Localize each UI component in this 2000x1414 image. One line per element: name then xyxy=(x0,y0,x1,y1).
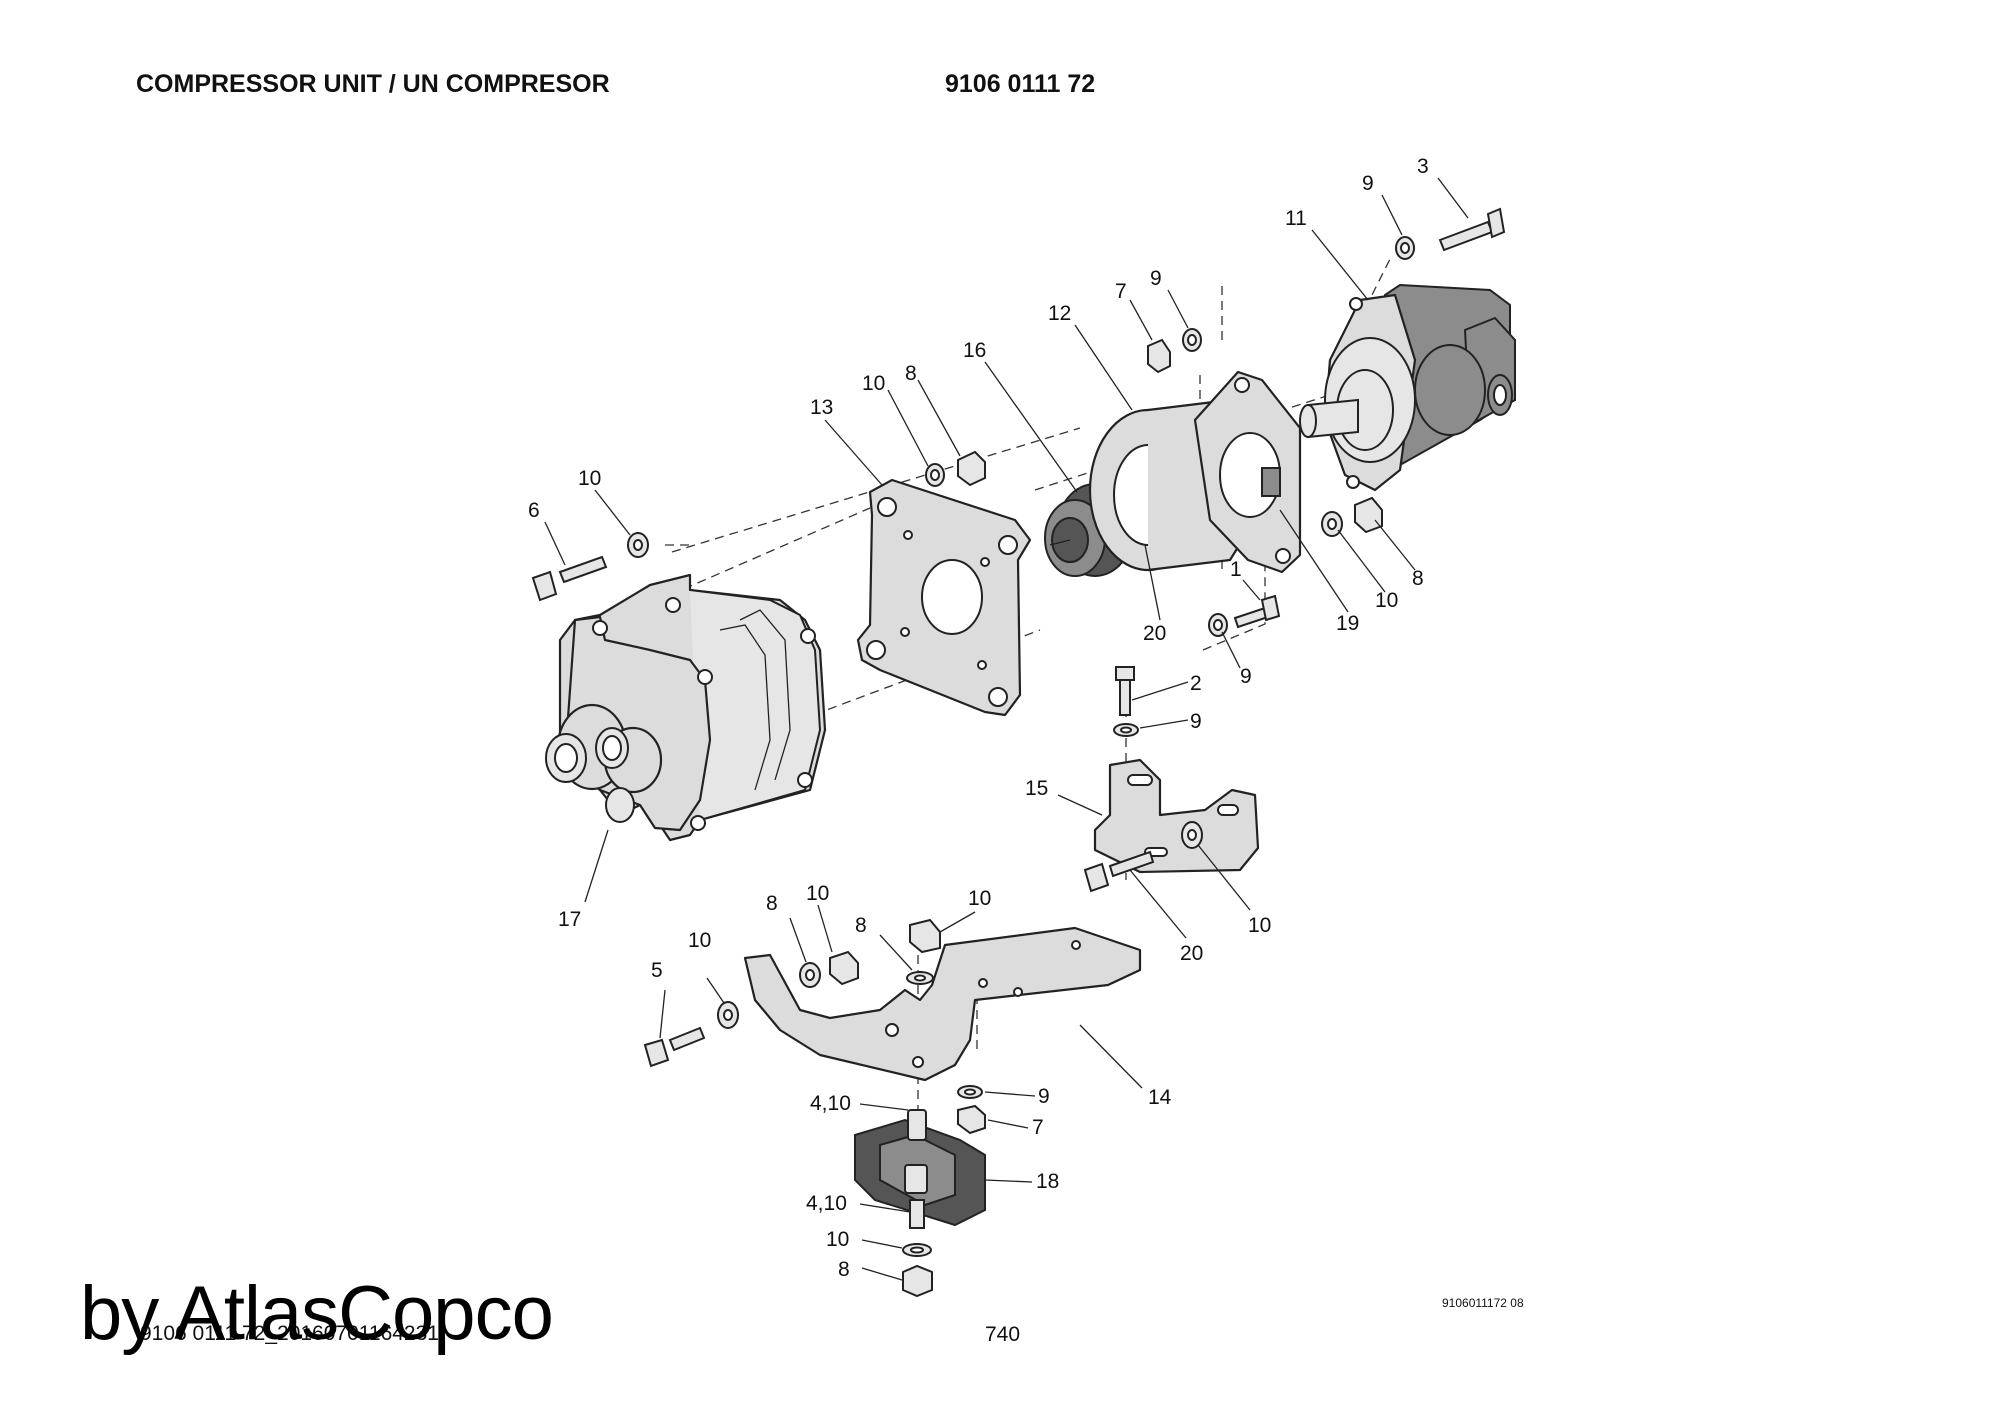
callout-8: 8 xyxy=(1412,567,1424,590)
page-title: COMPRESSOR UNIT / UN COMPRESOR xyxy=(136,70,610,98)
callout-10: 10 xyxy=(688,929,711,952)
part-number: 9106 0111 72 xyxy=(945,70,1096,98)
pump-mounting-plate xyxy=(1193,370,1302,574)
callout-10: 8 xyxy=(855,914,867,937)
callout-10: 10 xyxy=(826,1228,849,1251)
callout-4-10: 4,10 xyxy=(806,1192,847,1215)
fasteners xyxy=(531,207,1506,737)
callout-10: 8 xyxy=(766,892,778,915)
callout-8: 10 xyxy=(806,882,829,905)
callout-6: 6 xyxy=(528,499,540,522)
callout-9: 9 xyxy=(1362,172,1374,195)
callout-14: 14 xyxy=(1148,1086,1172,1109)
callout-18: 18 xyxy=(1036,1170,1059,1193)
callout-2: 2 xyxy=(1190,672,1202,695)
callout-12: 12 xyxy=(1048,302,1071,325)
callout-leaders xyxy=(544,177,1469,1281)
watermark-text: by AtlasCopco xyxy=(80,1271,554,1356)
callout-9: 9 xyxy=(1240,665,1252,688)
callout-10: 10 xyxy=(1375,589,1398,612)
callout-10: 10 xyxy=(578,467,601,490)
callout-8: 8 xyxy=(905,362,917,385)
callout-11: 11 xyxy=(1285,207,1307,230)
page-number: 740 xyxy=(985,1323,1021,1346)
callout-8: 10 xyxy=(968,887,991,910)
callout-5: 5 xyxy=(651,959,663,982)
callout-1: 1 xyxy=(1230,558,1242,581)
callout-19: 19 xyxy=(1336,612,1359,635)
callout-7: 7 xyxy=(1115,280,1127,303)
callout-10: 10 xyxy=(862,372,885,395)
callout-20: 20 xyxy=(1143,622,1166,645)
rubber-mount xyxy=(854,1109,986,1298)
support-bracket xyxy=(1083,758,1260,893)
callout-16: 16 xyxy=(963,339,986,362)
callout-13: 13 xyxy=(810,396,833,419)
hydraulic-pump xyxy=(1299,283,1516,492)
callout-10: 10 xyxy=(1248,914,1271,937)
base-bracket xyxy=(643,918,1142,1135)
file-reference: 9106 0111 72_20160701164231 xyxy=(140,1322,439,1345)
callout-4-10: 4,10 xyxy=(810,1092,851,1115)
callout-20: 20 xyxy=(1180,942,1203,965)
callout-3: 3 xyxy=(1417,155,1429,178)
compressor-body xyxy=(545,573,827,842)
adapter-flange-plate xyxy=(856,478,1032,717)
callout-9: 9 xyxy=(1038,1085,1050,1108)
callout-9: 9 xyxy=(1190,710,1202,733)
callout-7: 7 xyxy=(1032,1116,1044,1139)
drawing-code: 9106011172 08 xyxy=(1442,1296,1524,1310)
callout-8: 8 xyxy=(838,1258,850,1281)
callout-17: 17 xyxy=(558,908,581,931)
callout-labels: 3 9 11 7 9 12 16 10 8 13 10 6 1 20 9 19 … xyxy=(528,155,1429,1281)
callout-15: 15 xyxy=(1025,777,1048,800)
callout-9: 9 xyxy=(1150,267,1162,290)
